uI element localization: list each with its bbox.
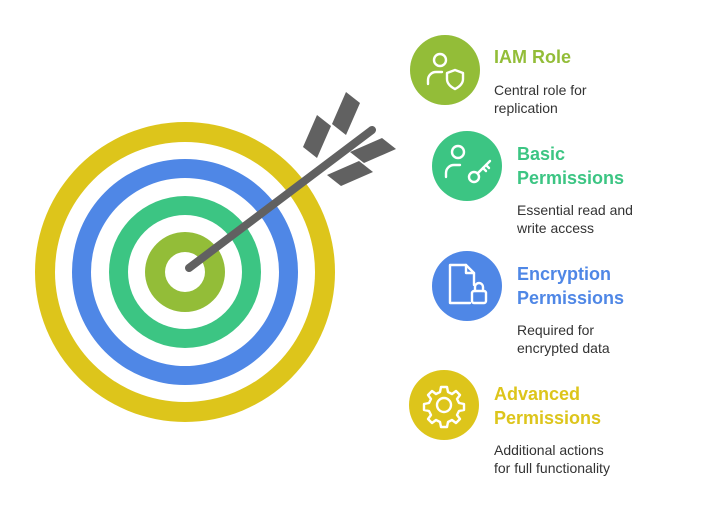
arrow-fletch-upper-2 — [332, 92, 360, 135]
item-title: Basic Permissions — [517, 144, 625, 188]
item-description: Required for encrypted data — [517, 322, 610, 356]
arrow-fletch-upper-1 — [303, 115, 331, 158]
item-description: Additional actions for full functionalit… — [494, 442, 610, 476]
user-shield-icon — [410, 35, 480, 105]
user-key-icon — [432, 131, 502, 201]
item-title: Encryption Permissions — [517, 264, 625, 308]
arrow-shaft — [185, 126, 376, 272]
item-description: Central role for replication — [494, 82, 587, 116]
arrow — [185, 92, 396, 272]
item-title: Advanced Permissions — [494, 384, 602, 428]
gear-icon — [409, 370, 479, 440]
arrow-fletch-lower-1 — [327, 161, 373, 186]
item-title: IAM Role — [494, 47, 572, 67]
file-lock-icon — [432, 251, 502, 321]
item-description: Essential read and write access — [517, 202, 633, 236]
arrow-fletch-lower-2 — [350, 138, 396, 163]
